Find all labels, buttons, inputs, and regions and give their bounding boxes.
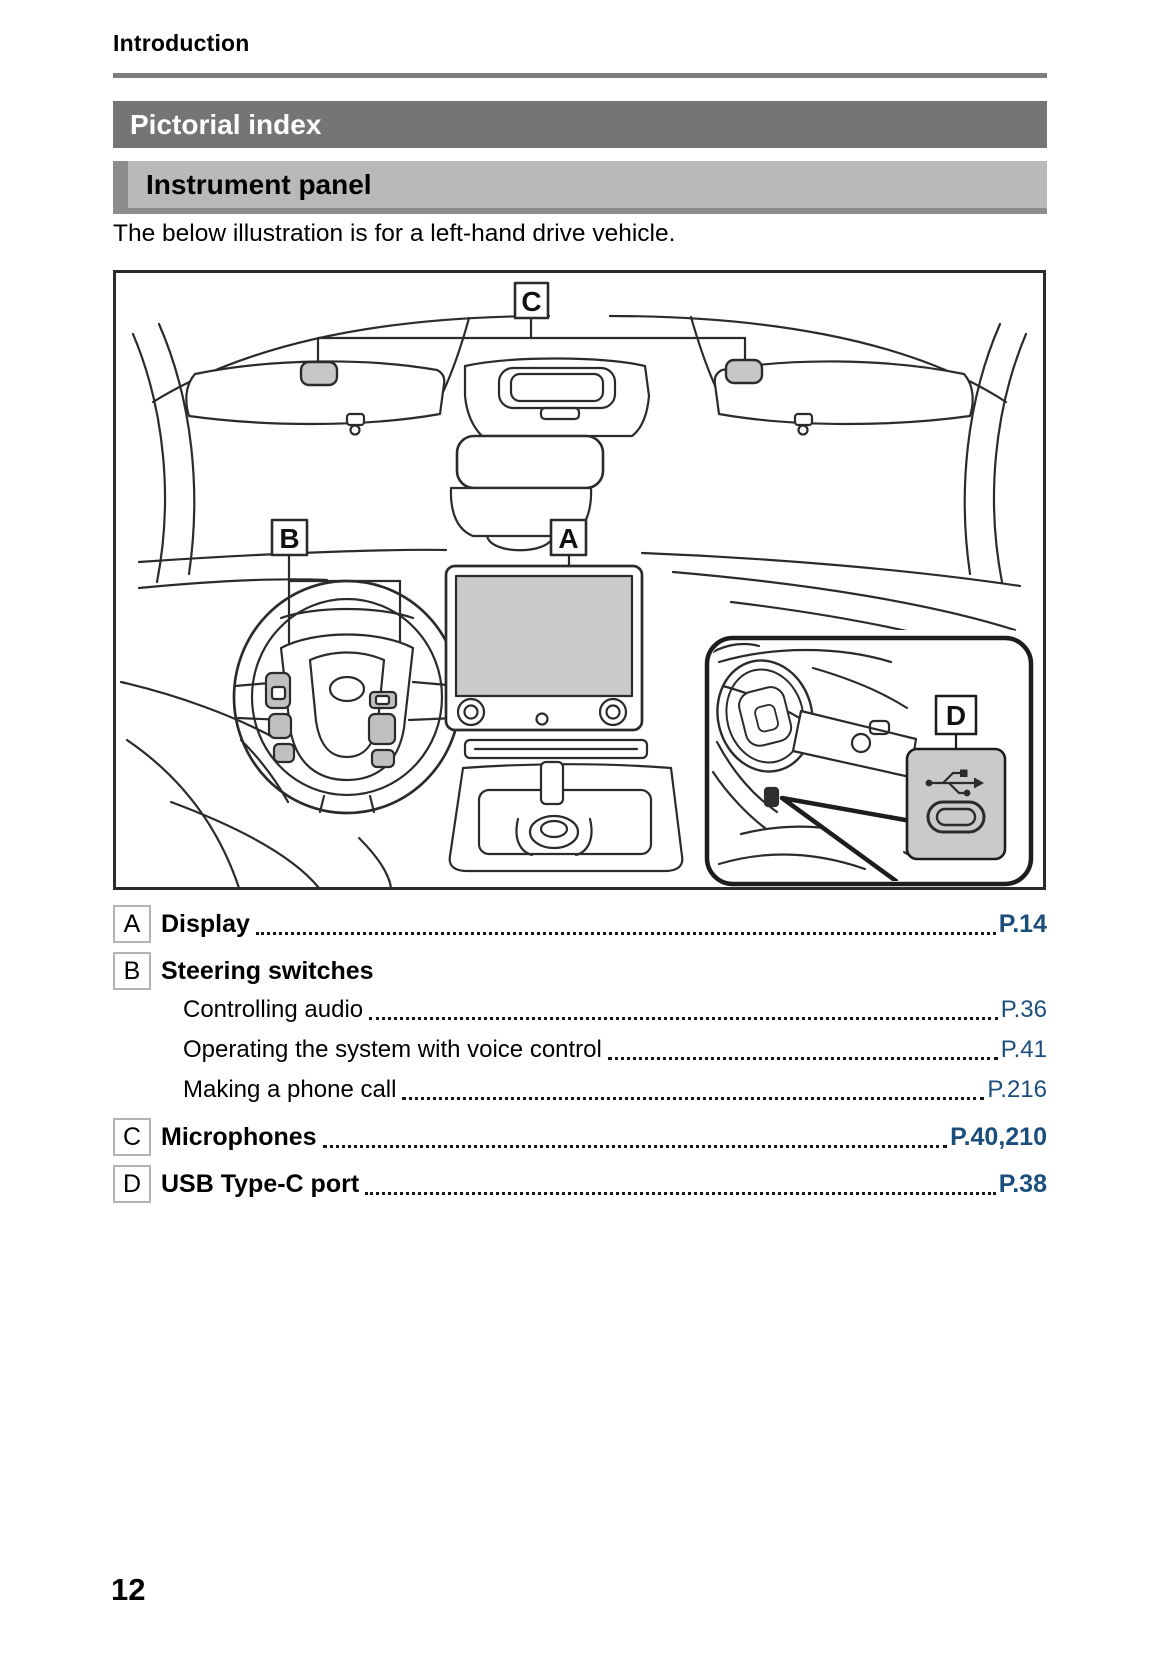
figure-caption: The below illustration is for a left-han…: [113, 220, 676, 247]
index-label-voice-control: Operating the system with voice control: [183, 1036, 602, 1063]
section-banner-instrument-panel: Instrument panel: [113, 161, 1047, 214]
callout-c-letter: C: [521, 286, 541, 317]
section-banner-pictorial-index: Pictorial index: [113, 101, 1047, 148]
callout-d-letter: D: [946, 700, 966, 731]
page-ref-controlling-audio: P.36: [1000, 996, 1047, 1023]
steering-switches: [264, 671, 398, 769]
index-row-display: A Display P.14: [113, 905, 1047, 943]
page-ref-usb-port: P.38: [998, 1170, 1047, 1198]
callout-c: [316, 281, 747, 364]
index-subrow-phone-call: Making a phone call P.216: [113, 1073, 1047, 1107]
page-ref-phone-call: P.216: [987, 1076, 1047, 1103]
page-number: 12: [111, 1572, 146, 1607]
index-row-steering-switches: B Steering switches: [113, 952, 1047, 990]
dot-leader: [255, 932, 996, 935]
usb-icon: [925, 769, 984, 797]
center-console: [448, 738, 684, 873]
header-divider: [113, 73, 1047, 78]
sun-visor-right: [713, 360, 974, 436]
section-banner-instrument-panel-label: Instrument panel: [128, 161, 1047, 208]
usb-port-location: [763, 786, 780, 808]
usb-port-panel: [905, 747, 1007, 861]
instrument-panel-figure: C B A D: [113, 270, 1046, 890]
callout-a-letter: A: [558, 523, 578, 554]
page-ref-voice-control: P.41: [1000, 1036, 1047, 1063]
index-label-phone-call: Making a phone call: [183, 1076, 397, 1103]
microphone-icon-left: [299, 360, 339, 387]
index-letter-d: D: [113, 1165, 151, 1203]
page-header: Introduction: [113, 30, 250, 56]
dot-leader: [365, 1192, 996, 1195]
microphone-icon-right: [724, 358, 764, 385]
page-ref-display: P.14: [998, 910, 1047, 938]
index-letter-a: A: [113, 905, 151, 943]
index-row-microphones: C Microphones P.40,210: [113, 1118, 1047, 1156]
inset-detail-view: [711, 642, 918, 881]
overhead-console: [463, 357, 651, 438]
callout-b-letter: B: [279, 523, 299, 554]
instrument-panel-illustration: C B A D: [113, 270, 1046, 890]
index-letter-b: B: [113, 952, 151, 990]
index-label-usb-port: USB Type-C port: [161, 1170, 360, 1198]
index-letter-c: C: [113, 1118, 151, 1156]
display-screen: [444, 564, 644, 732]
index-label-display: Display: [161, 910, 250, 938]
index-label-controlling-audio: Controlling audio: [183, 996, 364, 1023]
index-row-usb-port: D USB Type-C port P.38: [113, 1165, 1047, 1203]
index-label-microphones: Microphones: [161, 1123, 317, 1151]
index-subrow-voice-control: Operating the system with voice control …: [113, 1033, 1047, 1067]
dot-leader: [607, 1057, 998, 1060]
index-label-steering-switches: Steering switches: [161, 957, 374, 985]
index-subrow-controlling-audio: Controlling audio P.36: [113, 993, 1047, 1027]
dot-leader: [402, 1097, 985, 1100]
dot-leader: [322, 1145, 948, 1148]
dot-leader: [369, 1017, 998, 1020]
page-ref-microphones: P.40,210: [950, 1123, 1047, 1151]
usb-c-socket: [926, 800, 986, 834]
